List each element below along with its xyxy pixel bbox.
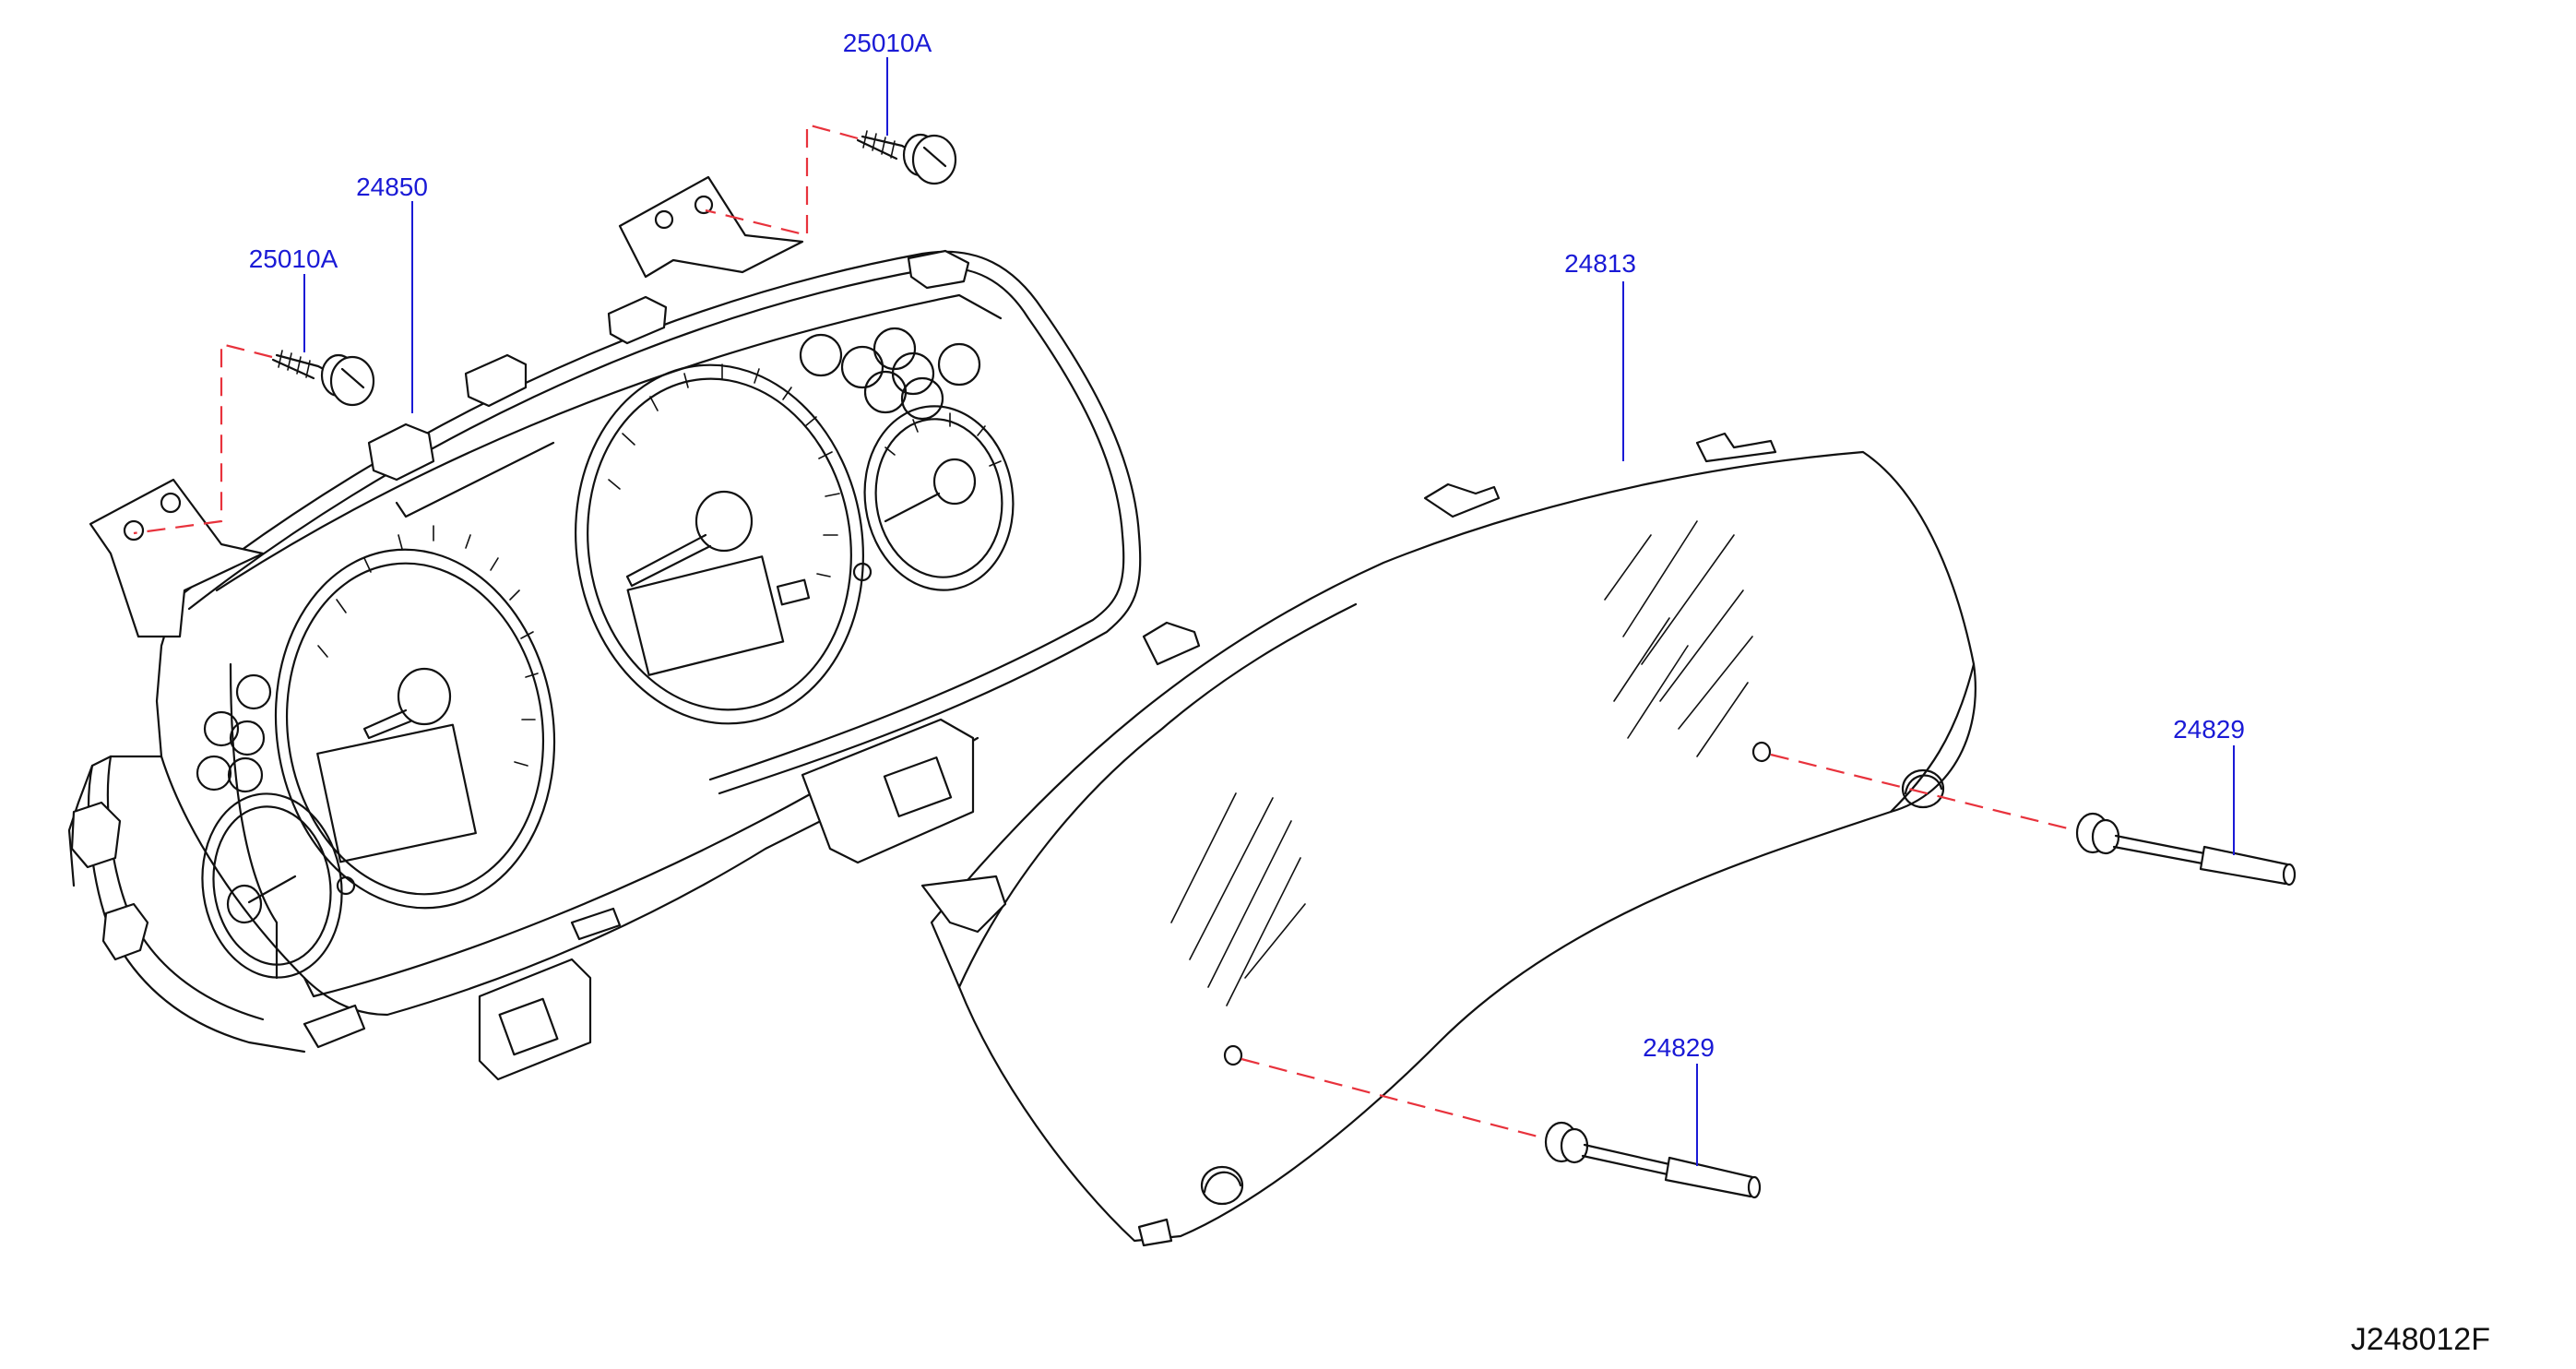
screw-lower	[271, 350, 375, 407]
dashed-line-lower-pin	[1241, 1057, 1546, 1140]
diagram-reference-code: J248012F	[2351, 1322, 2490, 1357]
callout-24829-right: 24829	[2173, 715, 2245, 744]
cluster-lens-cover	[920, 432, 1977, 1247]
dashed-line-right-pin	[1770, 753, 2076, 832]
callout-24813: 24813	[1564, 249, 1636, 278]
callout-24850: 24850	[356, 173, 428, 201]
dashed-line-upper-screw	[705, 123, 859, 237]
dashed-line-lower-screw	[133, 342, 273, 535]
pin-right	[2075, 812, 2297, 887]
callout-25010A-upper: 25010A	[843, 29, 932, 57]
pin-lower	[1544, 1121, 1762, 1199]
callout-leaders	[303, 57, 2235, 1166]
callout-25010A-lower: 25010A	[249, 244, 338, 273]
screw-upper	[856, 130, 957, 185]
callout-24829-lower: 24829	[1643, 1033, 1715, 1062]
instrument-cluster-body	[67, 175, 1142, 1081]
callout-labels: 25010A 24850 25010A 24813 24829 24829	[249, 29, 2245, 1062]
assembly-dashed-lines	[133, 123, 2076, 1140]
